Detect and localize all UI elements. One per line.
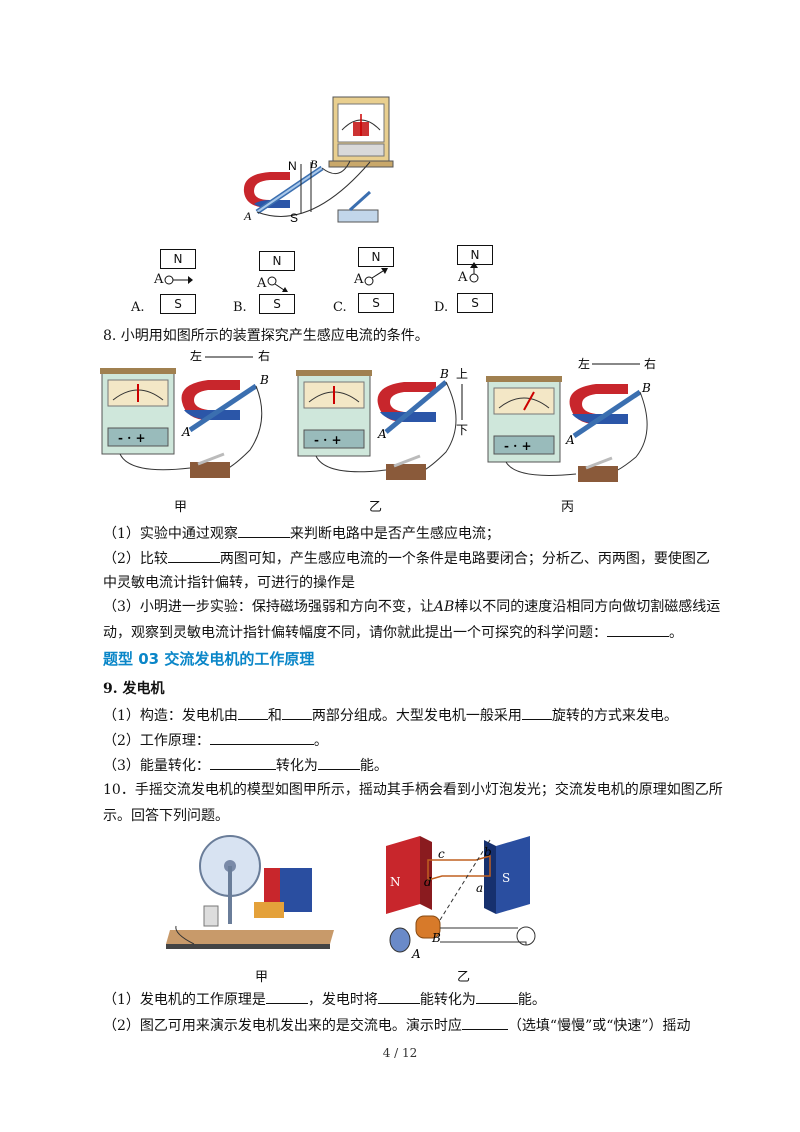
- q8-part2-blank[interactable]: [167, 548, 220, 563]
- q8-part1: （1）实验中通过观察来判断电路中是否产生感应电流；: [103, 523, 500, 544]
- caption-bing: 丙: [561, 500, 575, 515]
- svg-text:A: A: [377, 427, 387, 441]
- option-b-label: B.: [233, 300, 247, 315]
- option-a-label: A.: [131, 300, 145, 315]
- option-b-mark: A: [257, 276, 267, 291]
- q8-left-label: 左: [190, 350, 202, 363]
- svg-text:A: A: [181, 425, 191, 439]
- svg-text:d: d: [424, 875, 432, 889]
- option-c-n-box: N: [358, 247, 394, 267]
- svg-text:a: a: [476, 881, 483, 895]
- top-apparatus-figure: N B A S: [243, 96, 394, 225]
- svg-text:c: c: [438, 847, 445, 861]
- option-d-mark: A: [458, 270, 468, 285]
- label-b: B: [310, 157, 318, 171]
- option-a-s-box: S: [160, 294, 196, 314]
- q8-figure-yi: - · + B A 上 下: [296, 367, 468, 480]
- option-c-mark: A: [354, 272, 364, 287]
- q9-blank-6[interactable]: [317, 755, 360, 770]
- option-b-arrow-icon: [267, 276, 288, 292]
- svg-text:- · +: - · +: [314, 433, 342, 447]
- option-a-arrow-icon: [164, 275, 193, 285]
- svg-text:左: 左: [578, 356, 590, 371]
- svg-text:A: A: [565, 433, 575, 447]
- q8-figure-jia: - · + 左 右 B A: [100, 350, 270, 478]
- option-d-arrow-icon: [469, 262, 479, 283]
- svg-text:S: S: [502, 871, 510, 885]
- q8-part3: （3）小明进一步实验：保持磁场强弱和方向不变，让AB棒以不同的速度沿相同方向做切…: [103, 599, 721, 615]
- label-a: A: [243, 209, 252, 223]
- svg-text:- · +: - · +: [118, 431, 146, 445]
- q8-stem: 8. 小明用如图所示的装置探究产生感应电流的条件。: [103, 328, 429, 344]
- caption-q10-yi: 乙: [457, 970, 471, 985]
- q10-figure-yi: N S c b d a B A: [386, 836, 536, 961]
- q9-blank-3[interactable]: [521, 705, 552, 720]
- svg-text:A: A: [411, 947, 421, 961]
- q8-part2: （2）比较两图可知，产生感应电流的一个条件是电路要闭合；分析乙、丙两图，要使图乙: [103, 548, 710, 569]
- q10-part2: （2）图乙可用来演示发电机发出来的是交流电。演示时应（选填“慢慢”或“快速”）摇…: [103, 1015, 691, 1036]
- svg-text:B: B: [259, 373, 269, 387]
- section-heading: 题型 03 交流发电机的工作原理: [103, 650, 315, 668]
- q9-part1: （1）构造：发电机由和两部分组成。大型发电机一般采用旋转的方式来发电。: [103, 705, 678, 726]
- q10-blank-3[interactable]: [475, 989, 518, 1004]
- q9-title: 9. 发电机: [103, 681, 165, 697]
- option-a-n-box: N: [160, 249, 196, 269]
- caption-yi: 乙: [369, 500, 383, 515]
- caption-q10-jia: 甲: [255, 970, 269, 985]
- option-b-n-box: N: [259, 251, 295, 271]
- option-a-mark: A: [154, 272, 164, 287]
- option-d-label: D.: [434, 300, 449, 315]
- q9-blank-2[interactable]: [281, 705, 312, 720]
- option-b-s-box: S: [259, 294, 295, 314]
- q9-blank-5[interactable]: [209, 755, 276, 770]
- q8-right-label: 右: [258, 350, 270, 363]
- q10-stem-cont: 示。回答下列问题。: [103, 808, 229, 824]
- q10-stem: 10．手摇交流发电机的模型如图甲所示，摇动其手柄会看到小灯泡发光；交流发电机的原…: [103, 782, 723, 798]
- svg-text:b: b: [484, 845, 492, 859]
- option-d-s-box: S: [457, 293, 493, 313]
- q8-figure-bing: - · + 左 右 B A: [486, 356, 656, 482]
- q8-part3-blank[interactable]: [607, 622, 669, 637]
- svg-text:B: B: [641, 381, 651, 395]
- svg-text:右: 右: [644, 356, 656, 371]
- q9-part2: （2）工作原理：。: [103, 730, 328, 751]
- option-c-arrow-icon: [364, 268, 388, 286]
- option-c-label: C.: [333, 300, 347, 315]
- q10-blank-4[interactable]: [461, 1015, 508, 1030]
- option-c-s-box: S: [358, 293, 394, 313]
- q8-down-label: 下: [456, 423, 468, 437]
- svg-text:B: B: [431, 931, 441, 945]
- label-n: N: [288, 159, 297, 173]
- q8-up-label: 上: [456, 367, 468, 381]
- caption-jia: 甲: [174, 500, 188, 515]
- svg-text:- · +: - · +: [504, 439, 532, 453]
- q9-part3: （3）能量转化：转化为能。: [103, 755, 388, 776]
- q9-blank-1[interactable]: [237, 705, 268, 720]
- q10-blank-1[interactable]: [265, 989, 308, 1004]
- q9-blank-4[interactable]: [209, 730, 314, 745]
- page-number: 4 / 12: [382, 1046, 418, 1060]
- svg-text:B: B: [439, 367, 449, 381]
- q8-part1-blank[interactable]: [237, 523, 290, 538]
- q10-part1: （1）发电机的工作原理是，发电时将能转化为能。: [103, 989, 546, 1010]
- q8-part2-cont: 中灵敏电流计指针偏转，可进行的操作是: [103, 575, 355, 591]
- q8-part3-cont: 动，观察到灵敏电流计指针偏转幅度不同，请你就此提出一个可探究的科学问题：。: [103, 622, 683, 643]
- q10-blank-2[interactable]: [377, 989, 420, 1004]
- svg-text:N: N: [390, 875, 401, 889]
- label-s: S: [290, 211, 298, 225]
- q10-figure-jia: [166, 835, 334, 949]
